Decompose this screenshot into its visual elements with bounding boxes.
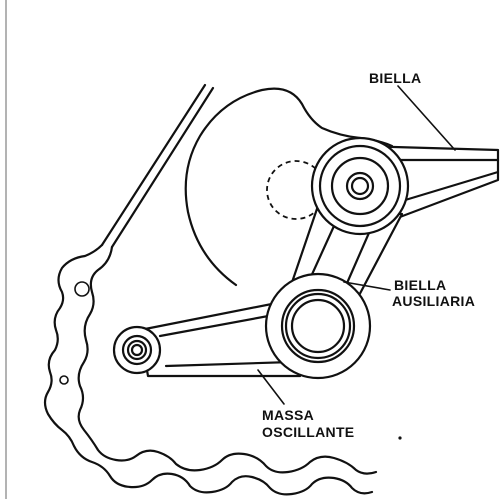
upper-bearing — [310, 136, 410, 236]
leader-lines — [257, 85, 456, 405]
left-pivot — [112, 325, 162, 375]
label-biella: BIELLA — [369, 70, 421, 86]
label-biella-ausiliaria-line2: AUSILIARIA — [392, 293, 475, 309]
crankcase-contour — [43, 83, 402, 496]
counterweight-sector — [184, 87, 394, 287]
label-biella-ausiliaria-line1: BIELLA — [394, 277, 446, 293]
label-massa-oscillante-line1: MASSA — [262, 407, 314, 423]
label-massa-oscillante-line2: OSCILLANTE — [262, 424, 354, 440]
lower-bearing — [264, 272, 372, 380]
